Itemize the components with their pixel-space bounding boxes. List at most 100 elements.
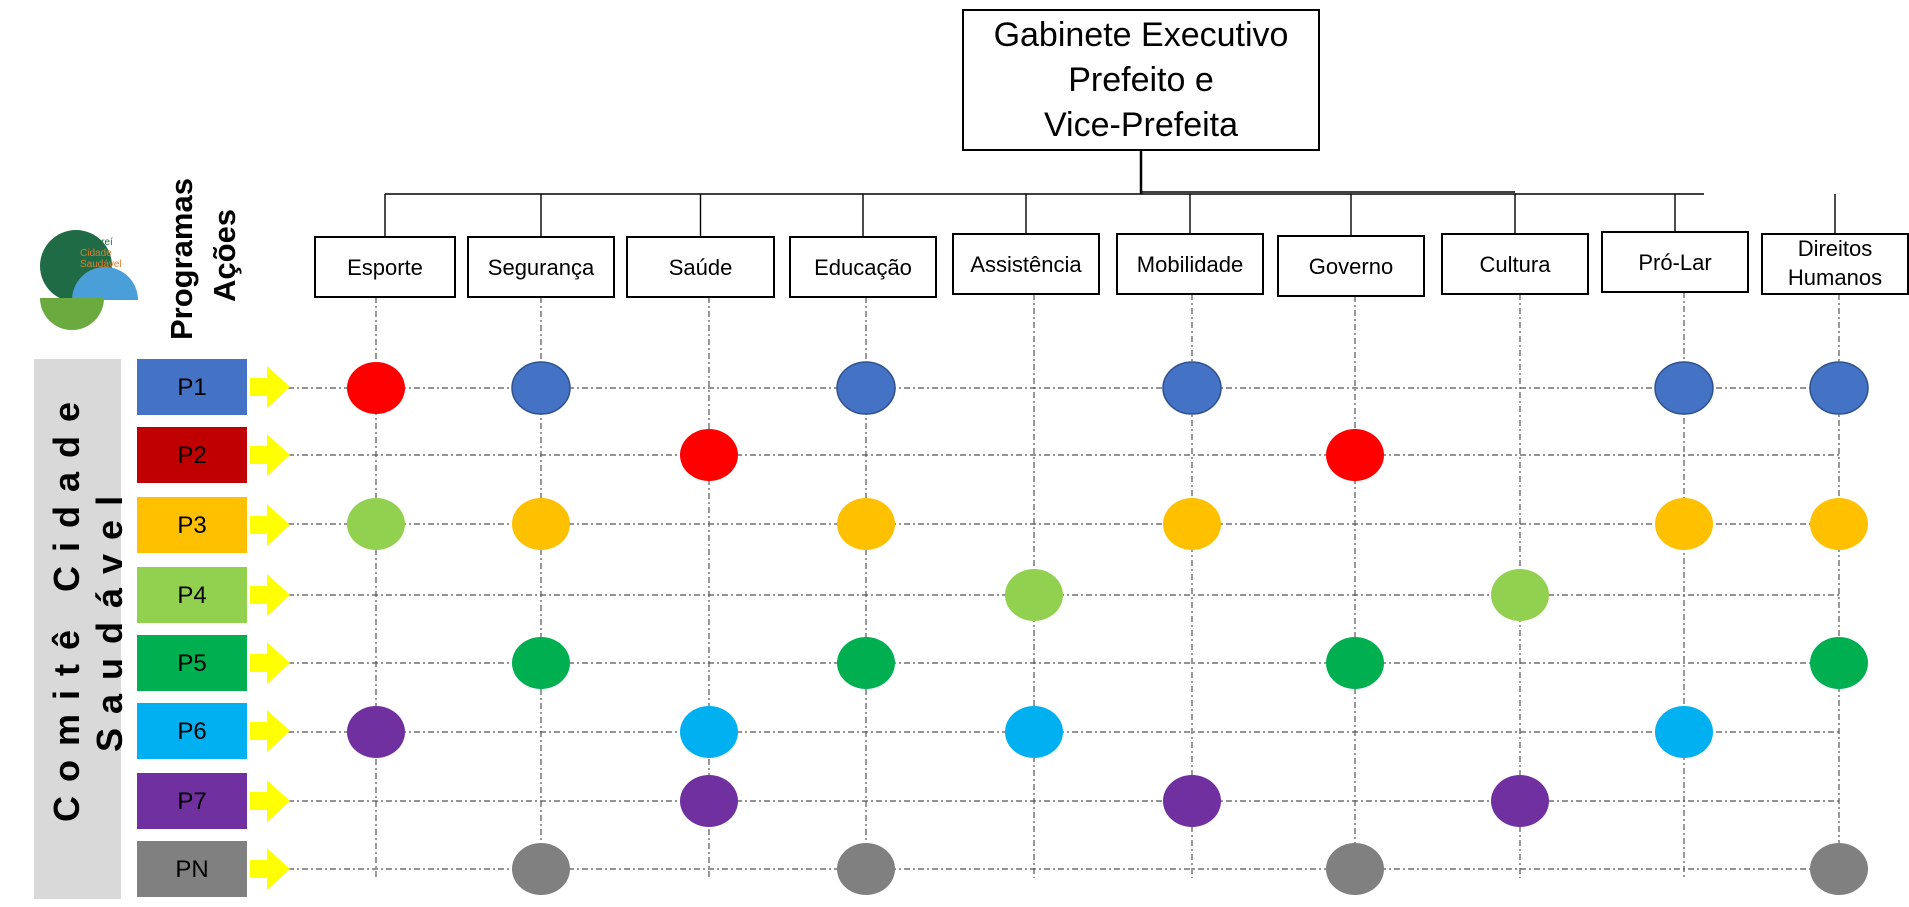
marker-p7-mobilidade: [1163, 775, 1221, 827]
root-node: Gabinete Executivo Prefeito e Vice-Prefe…: [962, 9, 1320, 151]
department-label: Segurança: [488, 255, 595, 280]
program-p5: P5: [137, 635, 290, 691]
sidebar-label-line-1: Comitê Cidade: [46, 388, 87, 822]
department-label: Educação: [814, 255, 912, 280]
marker-p1-seguranca: [511, 361, 571, 415]
marker-p2-governo: [1326, 429, 1384, 481]
department-label: Humanos: [1788, 265, 1882, 290]
program-box: [137, 427, 247, 483]
root-line-3: Vice-Prefeita: [1044, 106, 1238, 144]
logo-text-line-1: Jacareí: [80, 237, 113, 248]
department-label: Governo: [1309, 254, 1393, 279]
department-saude: Saúde: [626, 236, 775, 298]
marker-p6-saude: [680, 706, 738, 758]
program-p4: P4: [137, 567, 290, 623]
department-mobilidade: Mobilidade: [1116, 233, 1264, 295]
root-line-1: Gabinete Executivo: [994, 16, 1289, 54]
program-label: PN: [175, 856, 208, 883]
marker-p3-educacao: [837, 498, 895, 550]
department-esporte: Esporte: [314, 236, 456, 298]
department-educacao: Educação: [789, 236, 937, 298]
arrow-icon: [250, 434, 290, 476]
program-p2: P2: [137, 427, 290, 483]
marker-p5-direitos-humanos: [1810, 637, 1868, 689]
marker-pn-direitos-humanos: [1810, 843, 1868, 895]
arrow-icon: [250, 642, 290, 684]
arrow-icon: [250, 848, 290, 890]
department-stems: [384, 194, 1836, 237]
arrow-icon: [250, 780, 290, 822]
department-assistencia: Assistência: [952, 233, 1100, 295]
department-box: [467, 236, 615, 298]
marker-p6-esporte: [347, 706, 405, 758]
department-box: [789, 236, 937, 298]
marker-p1-direitos-humanos: [1809, 361, 1869, 415]
marker-p5-seguranca: [512, 637, 570, 689]
program-label: P1: [177, 374, 206, 401]
marker-p4-cultura: [1491, 569, 1549, 621]
header-programas: Programas: [164, 178, 199, 340]
marker-p6-assistencia: [1005, 706, 1063, 758]
tree-connectors: [385, 150, 1704, 195]
marker-p6-pro-lar: [1655, 706, 1713, 758]
program-p1: P1: [137, 359, 290, 415]
program-box: [137, 497, 247, 553]
arrow-icon: [250, 366, 290, 408]
program-box: [137, 635, 247, 691]
sidebar-label-line-2: Saudável: [89, 482, 130, 752]
marker-p1-mobilidade: [1162, 361, 1222, 415]
marker-p3-esporte: [347, 498, 405, 550]
department-box: [314, 236, 456, 298]
marker-p3-pro-lar: [1655, 498, 1713, 550]
department-label: Assistência: [970, 252, 1082, 277]
department-row: Esporte Segurança Saúde Educação Assistência…: [314, 231, 1909, 298]
arrow-icon: [250, 504, 290, 546]
marker-p1-pro-lar: [1654, 361, 1714, 415]
matrix-markers: [347, 361, 1869, 895]
logo: Jacareí Cidade Saudável: [40, 230, 138, 330]
logo-shape-blue: [72, 267, 138, 300]
department-label: Saúde: [669, 255, 733, 280]
program-box: [137, 773, 247, 829]
department-box: [1601, 231, 1749, 293]
program-box: [137, 841, 247, 897]
marker-p1-educacao: [836, 361, 896, 415]
program-label: P2: [177, 442, 206, 469]
department-governo: Governo: [1277, 235, 1425, 297]
marker-p3-seguranca: [512, 498, 570, 550]
department-box: [1761, 233, 1909, 295]
department-pro-lar: Pró-Lar: [1601, 231, 1749, 293]
header-acoes: Ações: [207, 209, 242, 302]
marker-p2-saude: [680, 429, 738, 481]
root-box: [962, 9, 1320, 151]
department-box: [1277, 235, 1425, 297]
program-label: P7: [177, 788, 206, 815]
marker-pn-seguranca: [512, 843, 570, 895]
logo-text-line-2: Cidade: [80, 248, 112, 259]
logo-shape-green: [40, 298, 104, 330]
department-label: Cultura: [1480, 252, 1552, 277]
program-label: P3: [177, 512, 206, 539]
marker-p3-mobilidade: [1163, 498, 1221, 550]
program-box: [137, 703, 247, 759]
sidebar-panel: [34, 359, 121, 899]
program-p7: P7: [137, 773, 290, 829]
department-label: Pró-Lar: [1638, 250, 1711, 275]
department-box: [952, 233, 1100, 295]
department-cultura: Cultura: [1441, 233, 1589, 295]
program-pn: PN: [137, 841, 290, 897]
program-label: P6: [177, 718, 206, 745]
department-box: [1116, 233, 1264, 295]
marker-p5-educacao: [837, 637, 895, 689]
program-p6: P6: [137, 703, 290, 759]
department-box: [626, 236, 775, 298]
program-box: [137, 359, 247, 415]
marker-p7-saude: [680, 775, 738, 827]
marker-p3-direitos-humanos: [1810, 498, 1868, 550]
program-p3: P3: [137, 497, 290, 553]
marker-p7-cultura: [1491, 775, 1549, 827]
program-box: [137, 567, 247, 623]
